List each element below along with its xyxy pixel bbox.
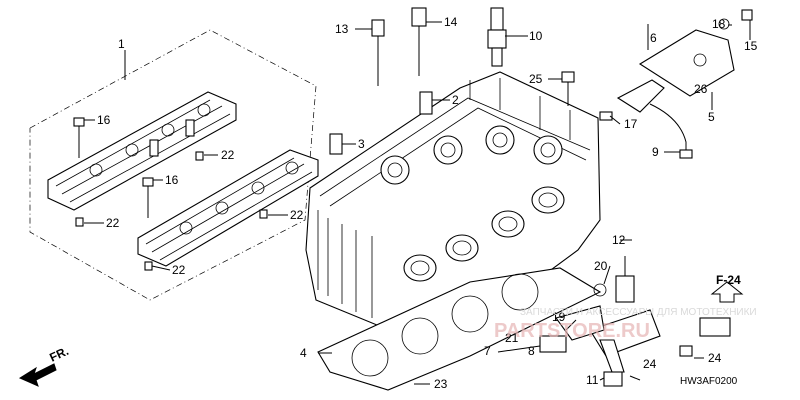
callout-2: 2 [452, 93, 459, 107]
bolt-25 [561, 71, 575, 106]
callout-5: 5 [708, 110, 715, 124]
callout-18: 18 [712, 17, 726, 31]
callout-16-upper: 16 [97, 113, 111, 127]
callout-20: 20 [594, 259, 608, 273]
callout-8: 8 [528, 344, 535, 358]
callout-9: 9 [652, 145, 659, 159]
sensor-12 [593, 256, 635, 303]
callout-19: 19 [552, 310, 566, 324]
front-label: FR. [47, 344, 70, 365]
frame-reference-label: F-24 [716, 273, 741, 287]
callout-25: 25 [529, 72, 543, 86]
sleeve-2 [419, 91, 433, 115]
cam-holder-upper [47, 91, 237, 211]
callout-26: 26 [694, 82, 708, 96]
callout-10: 10 [529, 29, 543, 43]
head-gasket [317, 267, 602, 391]
spark-plug-10 [487, 7, 507, 67]
bracket-7 [539, 305, 731, 387]
callout-11: 11 [586, 373, 599, 387]
callout-22-c: 22 [290, 208, 304, 222]
callout-4: 4 [300, 346, 307, 360]
callout-22-d: 22 [172, 263, 186, 277]
callout-21: 21 [505, 331, 519, 345]
cylinder-head [305, 71, 601, 333]
drawing-code: HW3AF0200 [680, 376, 738, 387]
callout-12: 12 [612, 233, 626, 247]
callout-6: 6 [650, 31, 657, 45]
callout-13: 13 [335, 22, 349, 36]
front-direction-arrow [18, 363, 57, 387]
callout-16-lower: 16 [165, 173, 179, 187]
sleeve-3 [329, 133, 343, 155]
callout-1: 1 [118, 37, 125, 51]
frame-reference-arrow [710, 281, 744, 303]
cam-holder-group-outline [29, 29, 317, 301]
callout-3: 3 [358, 137, 365, 151]
leader-lines [84, 20, 751, 385]
cam-holder-lower [137, 149, 319, 267]
stud-14 [411, 7, 427, 76]
callout-7: 7 [484, 344, 491, 358]
callout-22-b: 22 [106, 216, 120, 230]
callout-23: 23 [434, 377, 448, 391]
watermark-text: ЗАПЧАСТИ И АКСЕССУАРЫ ДЛЯ МОТОТЕХНИКИ [520, 307, 757, 318]
callout-17: 17 [624, 117, 638, 131]
callout-24-a: 24 [643, 357, 657, 371]
bolt-16-upper [73, 117, 85, 158]
sensor-assembly [599, 9, 753, 159]
bolt-16-lower [142, 177, 154, 218]
bolt-13 [371, 19, 385, 86]
callout-22-a: 22 [221, 148, 235, 162]
callout-24-b: 24 [708, 351, 722, 365]
watermark-logo: PARTSTORE.RU [494, 320, 650, 342]
callout-14: 14 [444, 15, 458, 29]
callout-15: 15 [744, 39, 758, 53]
